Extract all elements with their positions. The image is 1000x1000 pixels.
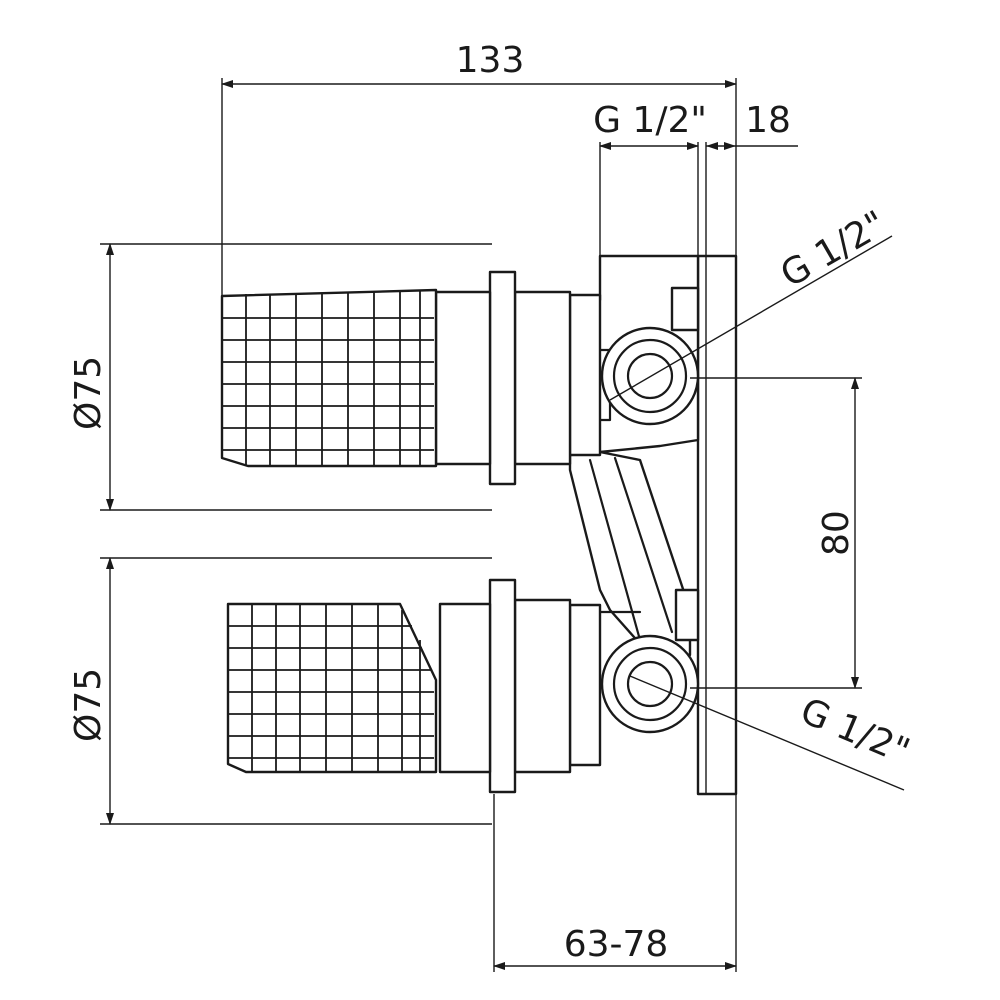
lower-handle-collar: [438, 602, 492, 774]
lower-rosette: [488, 578, 517, 794]
dim-inlet-thread: G 1/2": [593, 100, 707, 256]
upper-grip-texture: [222, 291, 434, 466]
dim-total-depth-label: 133: [456, 40, 525, 81]
dim-outlet-upper-label: G 1/2": [774, 203, 893, 295]
upper-handle-grip: [220, 288, 438, 468]
lower-spindle-housing: [568, 603, 602, 767]
wall-plate: [696, 254, 738, 796]
dim-total-depth: 133: [221, 40, 737, 296]
upper-handle-assembly: [220, 270, 602, 486]
dim-outlet-lower-label: G 1/2": [794, 691, 915, 773]
dim-installation-depth: 63-78: [493, 794, 737, 972]
dim-installation-depth-label: 63-78: [564, 924, 669, 965]
upper-rosette: [488, 270, 517, 486]
dim-handle-diameter-upper-label: Ø75: [68, 356, 109, 430]
dim-outlet-lower: G 1/2": [629, 675, 915, 791]
dim-axis-spacing-label: 80: [816, 510, 857, 556]
lower-handle-grip: [226, 602, 438, 774]
upper-spindle-sleeve: [513, 290, 572, 466]
dim-handle-diameter-lower-label: Ø75: [68, 668, 109, 742]
dim-handle-diameter-upper: Ø75: [68, 243, 492, 511]
upper-handle-collar: [434, 290, 492, 466]
dim-inlet-thread-label: G 1/2": [593, 100, 707, 141]
lower-handle-assembly: [226, 578, 602, 794]
dim-axis-spacing: 80: [690, 377, 862, 689]
dim-plate-thickness-label: 18: [745, 100, 791, 141]
upper-spindle-housing: [568, 293, 602, 457]
lower-grip-texture: [228, 604, 434, 772]
lower-spindle-sleeve: [513, 598, 572, 774]
dim-plate-thickness: 18: [706, 100, 798, 150]
dim-handle-diameter-lower: Ø75: [68, 557, 492, 825]
